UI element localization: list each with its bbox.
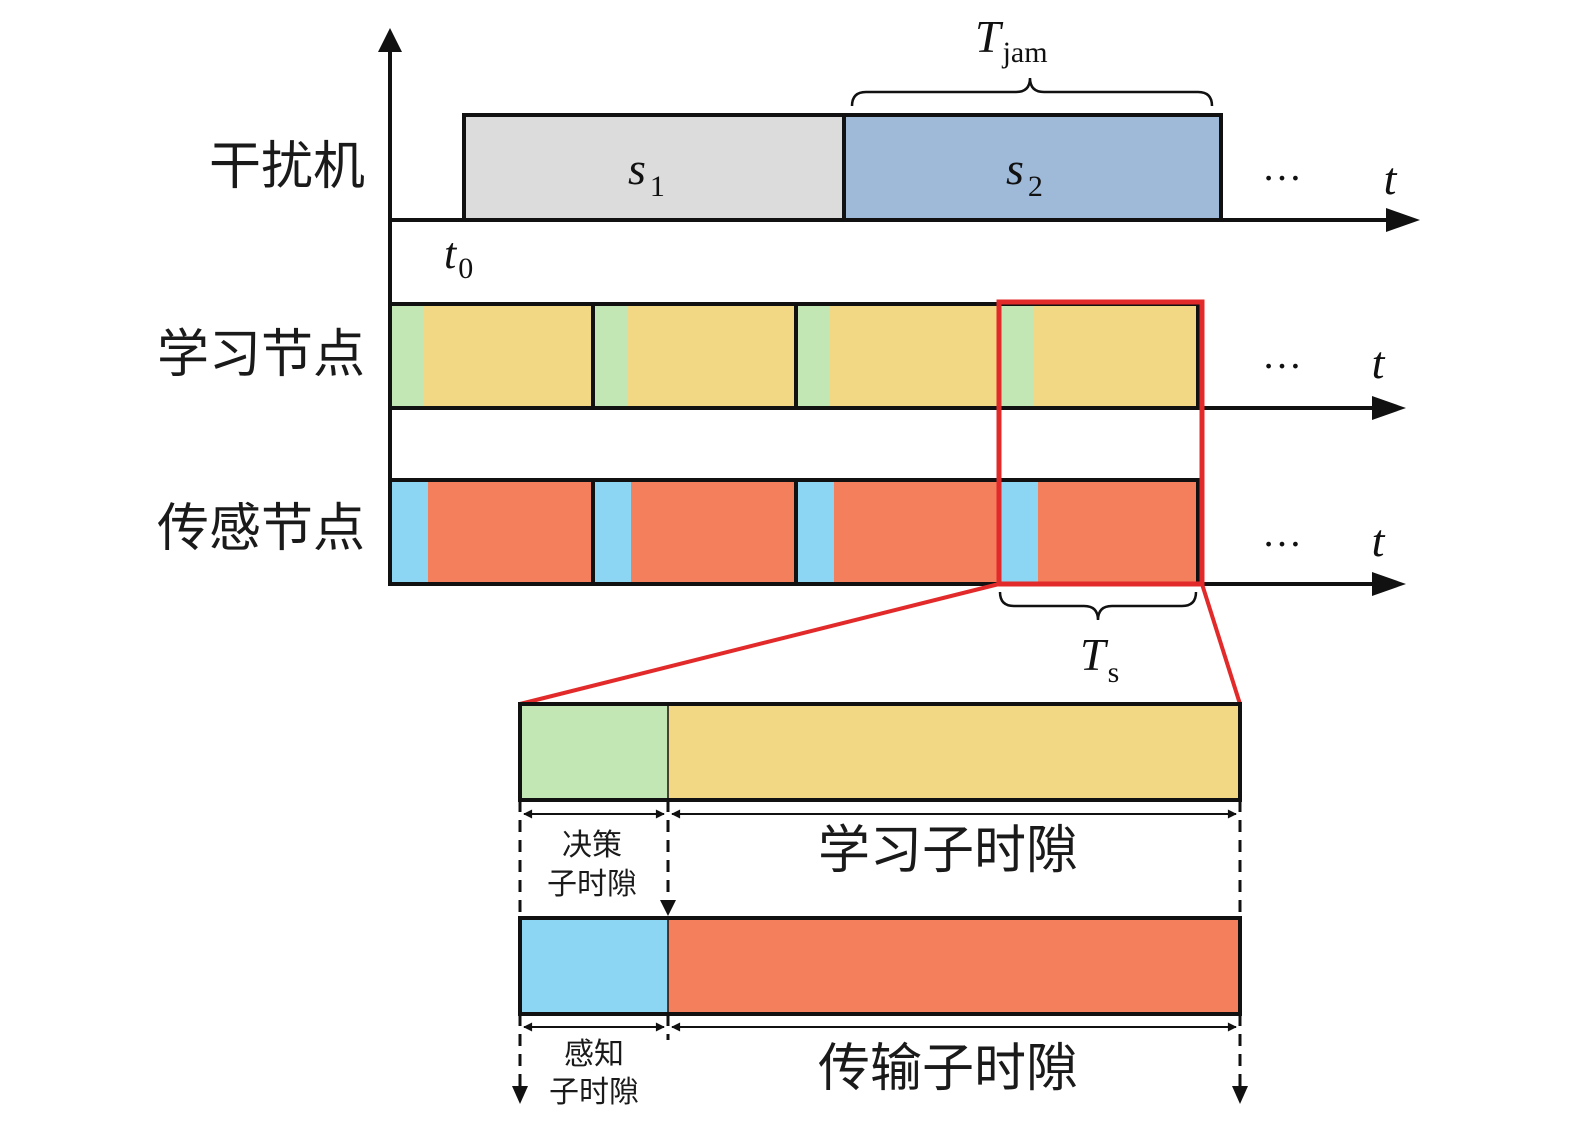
detail-learning-subslot	[668, 704, 1240, 800]
detail-sensing-subslot	[520, 918, 668, 1014]
sensing-subslot-label-line2: 子时隙	[549, 1075, 639, 1110]
t-jam-sub: jam	[1002, 36, 1048, 69]
transmission-segment	[834, 480, 999, 584]
learning-slot-1	[390, 304, 593, 408]
t-s-base: T	[1080, 629, 1109, 680]
learning-segment	[1034, 304, 1198, 408]
transmission-subslot-label: 传输子时隙	[818, 1039, 1078, 1099]
vertical-axis-arrow	[378, 28, 402, 52]
s2-sub: 2	[1028, 170, 1043, 203]
t-s-brace	[998, 591, 1198, 621]
learning-slot-4	[999, 304, 1198, 408]
decision-segment	[593, 304, 627, 408]
t0-sub: 0	[458, 252, 473, 285]
sensing-node-row: … t	[388, 478, 1386, 586]
decision-segment	[999, 304, 1034, 408]
row-label-sensing-node: 传感节点	[157, 499, 365, 559]
sensing-axis-arrow	[1372, 572, 1406, 596]
jam-state-s1-block	[462, 113, 846, 222]
dashed-guide-arrow	[1232, 1086, 1248, 1104]
sensing-segment	[796, 480, 834, 584]
transmission-segment	[1038, 480, 1198, 584]
transmission-segment	[428, 480, 593, 584]
decision-segment	[390, 304, 424, 408]
s1-base: s	[628, 143, 646, 194]
zoom-line-left	[519, 582, 1000, 706]
sensing-segment	[999, 480, 1038, 584]
start-time-label: t0	[444, 229, 473, 285]
sensing-segment	[593, 480, 631, 584]
jam-state-s2-block	[842, 113, 1223, 222]
t-s-label: Ts	[1080, 629, 1119, 689]
learning-slot-2	[593, 304, 796, 408]
learning-segment	[424, 304, 593, 408]
dashed-guide-arrow	[660, 900, 676, 916]
t-jam-label: Tjam	[975, 11, 1048, 69]
sensing-t-label: t	[1372, 515, 1386, 566]
dashed-guide-arrow	[512, 1086, 528, 1104]
detail-sensing-slot	[518, 916, 1242, 1016]
sensing-subslot-label-line1: 感知	[564, 1037, 624, 1072]
t-s-sub: s	[1108, 656, 1120, 689]
t-jam-brace	[850, 77, 1214, 107]
detail-learning-outline	[518, 702, 1242, 802]
learning-slot-3	[796, 304, 999, 408]
jammer-t-label: t	[1384, 153, 1398, 204]
sensing-slot-3	[796, 480, 999, 584]
learning-node-row: … t	[388, 302, 1386, 410]
detail-sensing-outline	[518, 916, 1242, 1016]
jammer-ellipsis: …	[1262, 144, 1302, 189]
learning-segment	[830, 304, 999, 408]
learning-subslot-label: 学习子时隙	[818, 821, 1078, 881]
row-label-learning-node: 学习节点	[157, 325, 365, 385]
detail-learning-slot	[518, 702, 1242, 802]
sensing-slot-2	[593, 480, 796, 584]
sensing-ellipsis: …	[1262, 510, 1302, 555]
s1-sub: 1	[650, 170, 665, 203]
sensing-slot-4	[999, 480, 1198, 584]
detail-decision-subslot	[520, 704, 668, 800]
learning-axis-arrow	[1372, 396, 1406, 420]
zoom-line-right	[1200, 583, 1242, 705]
detail-transmission-subslot	[668, 918, 1240, 1014]
t-jam-base: T	[975, 11, 1004, 62]
row-label-jammer: 干扰机	[209, 137, 365, 197]
sensing-slot-1	[390, 480, 593, 584]
transmission-segment	[631, 480, 796, 584]
learning-t-label: t	[1372, 337, 1386, 388]
jammer-axis-arrow	[1386, 208, 1420, 232]
decision-subslot-label-line2: 子时隙	[547, 867, 637, 902]
decision-subslot-label-line1: 决策	[562, 828, 622, 863]
decision-segment	[796, 304, 830, 408]
learning-ellipsis: …	[1262, 332, 1302, 377]
s2-base: s	[1006, 143, 1024, 194]
learning-segment	[627, 304, 796, 408]
sensing-segment	[390, 480, 428, 584]
t0-base: t	[444, 229, 458, 278]
highlight-box	[996, 299, 1205, 587]
